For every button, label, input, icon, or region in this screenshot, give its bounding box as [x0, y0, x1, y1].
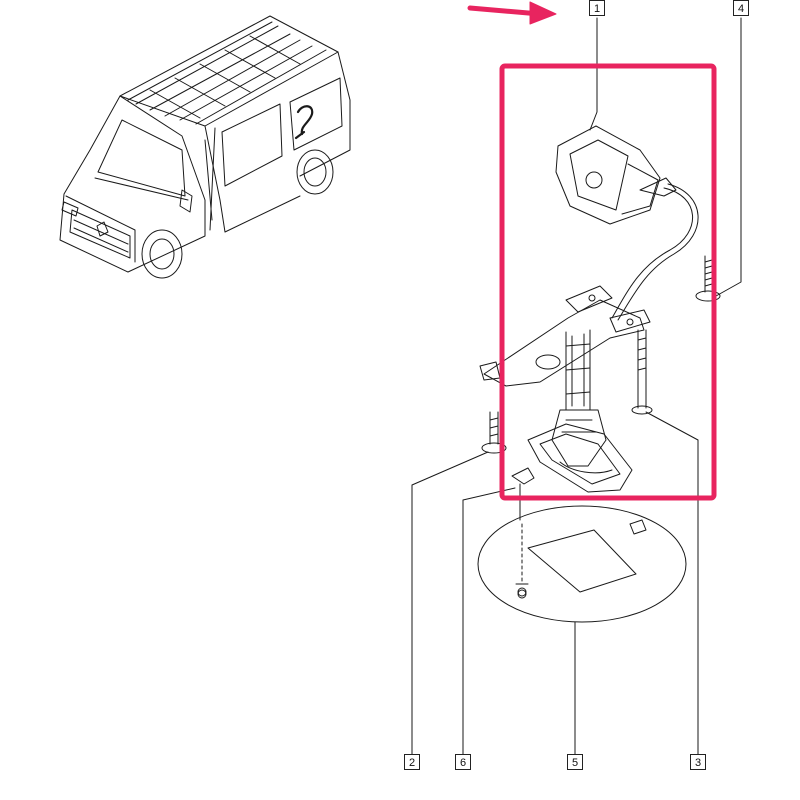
callout-5[interactable]: 5 — [567, 754, 583, 770]
knob-6-icon — [511, 467, 535, 597]
arrow-icon — [467, 1, 557, 25]
callout-1[interactable]: 1 — [589, 0, 605, 16]
van-icon — [59, 15, 351, 279]
callout-3[interactable]: 3 — [690, 754, 706, 770]
bolt-3-icon — [631, 329, 653, 415]
callout-2[interactable]: 2 — [404, 754, 420, 770]
leader-lines — [411, 17, 742, 755]
plate-5-icon — [477, 505, 687, 623]
highlight-frame — [499, 63, 717, 501]
bolt-2-icon — [481, 411, 507, 454]
spare-wheel-winch-icon — [479, 125, 699, 493]
callout-4[interactable]: 4 — [733, 0, 749, 16]
callout-6[interactable]: 6 — [455, 754, 471, 770]
